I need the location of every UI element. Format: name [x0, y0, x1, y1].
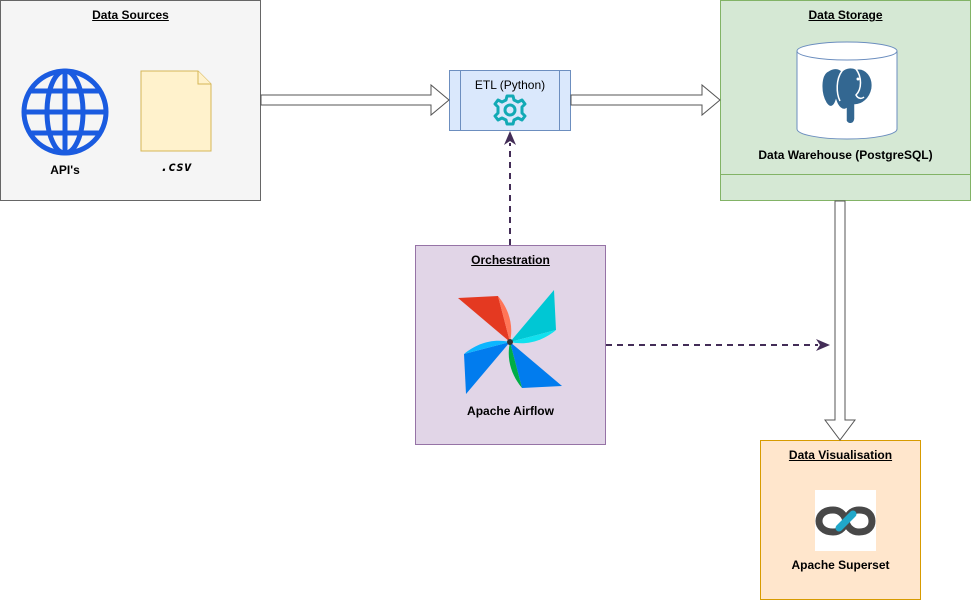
csv-label: .csv — [160, 160, 192, 175]
gear-icon — [493, 94, 527, 126]
warehouse-label: Data Warehouse (PostgreSQL) — [758, 148, 933, 162]
superset-logo-icon — [815, 490, 876, 551]
etl-label: ETL (Python) — [474, 78, 546, 92]
arrow-sources-to-etl — [260, 83, 450, 117]
data-visualisation-title: Data Visualisation — [788, 448, 893, 462]
airflow-logo-icon — [458, 290, 562, 394]
globe-icon — [21, 68, 109, 156]
orchestration-title: Orchestration — [471, 253, 550, 267]
postgresql-icon — [821, 66, 874, 125]
arrow-etl-to-storage — [570, 83, 721, 117]
airflow-label: Apache Airflow — [467, 404, 554, 418]
file-icon — [140, 70, 212, 152]
arrow-storage-to-visualisation — [824, 200, 856, 441]
data-sources-group[interactable]: Data Sources API's .csv — [0, 0, 261, 201]
data-sources-title: Data Sources — [92, 8, 169, 22]
api-label: API's — [50, 163, 80, 177]
data-visualisation-group[interactable]: Data Visualisation Apache Superset — [760, 440, 921, 600]
data-storage-group[interactable]: Data Storage Data Warehouse (PostgreSQL) — [720, 0, 971, 201]
superset-label: Apache Superset — [791, 558, 890, 572]
orchestration-group[interactable]: Orchestration Apache Airflow — [415, 245, 606, 445]
data-storage-title: Data Storage — [808, 8, 883, 22]
